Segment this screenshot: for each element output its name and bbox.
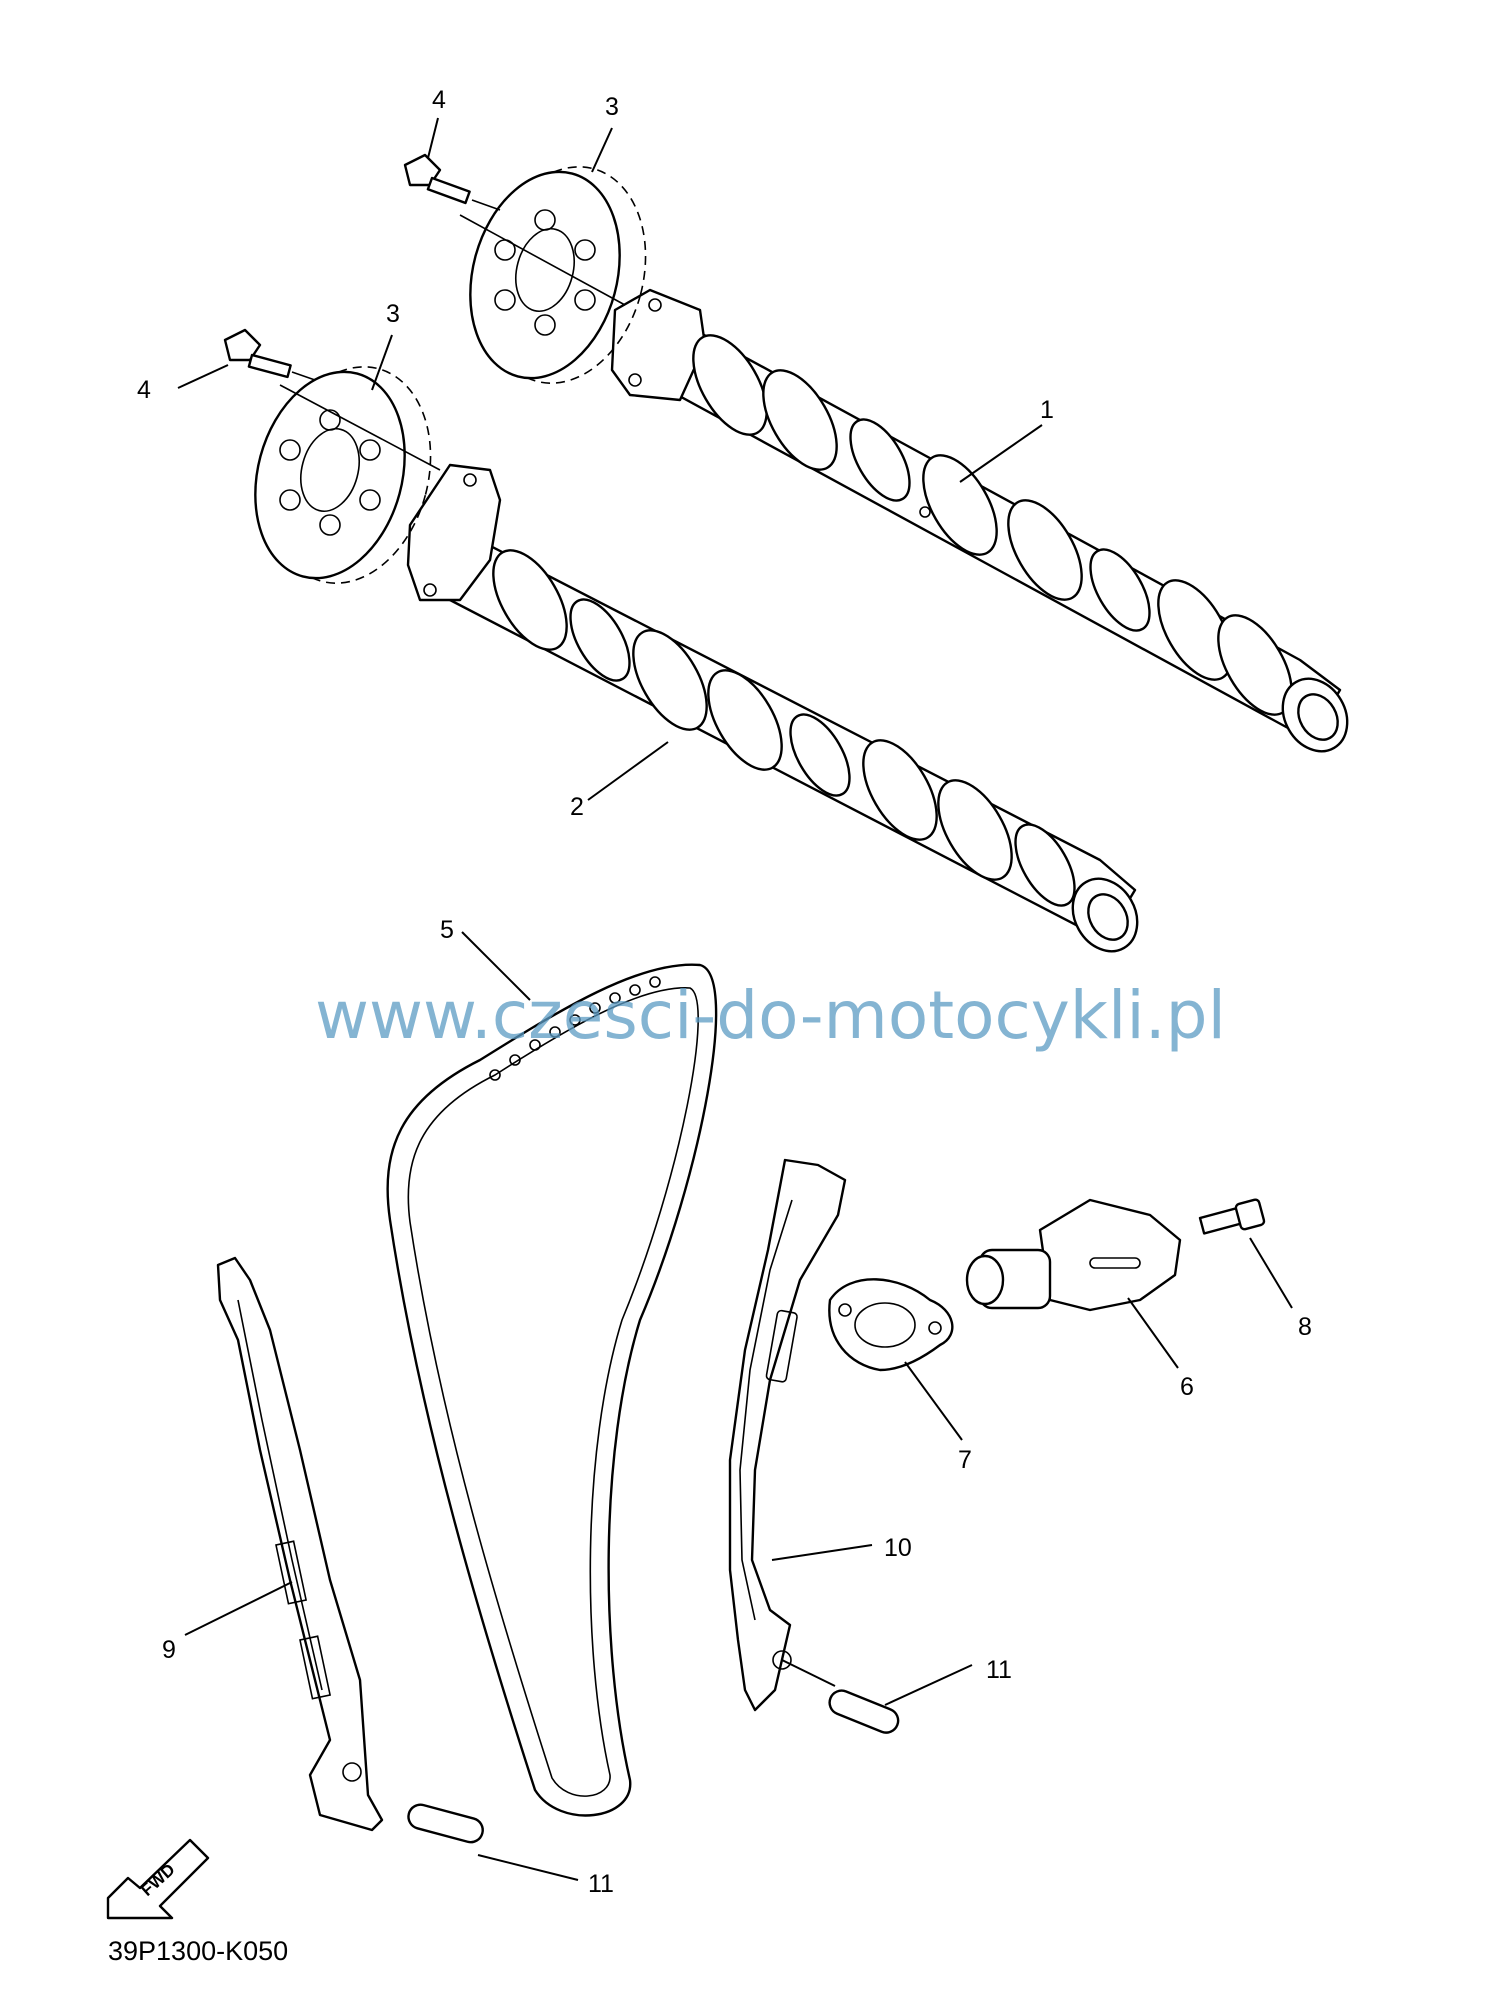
- callout-2: 2: [570, 793, 584, 821]
- forward-arrow-icon: FWD: [106, 1838, 210, 1920]
- chain-guide-10: [728, 1158, 847, 1712]
- callout-11-left: 11: [588, 1870, 614, 1898]
- callout-6: 6: [1180, 1373, 1194, 1401]
- tensioner-gasket: [828, 1278, 954, 1372]
- bolt-4-upper: [403, 153, 501, 211]
- callout-3-lower: 3: [386, 300, 400, 328]
- diagram-code: 39P1300-K050: [108, 1936, 288, 1966]
- bolt-4-lower: [223, 328, 316, 381]
- callout-3-upper: 3: [605, 93, 619, 121]
- pin-11-left: [407, 1803, 484, 1844]
- callout-11-right: 11: [986, 1656, 1012, 1684]
- bolt-8: [1198, 1198, 1266, 1235]
- camshaft-1: [610, 288, 1349, 753]
- callout-8: 8: [1298, 1313, 1312, 1341]
- watermark-url: www.czesci-do-motocykli.pl: [315, 977, 1226, 1054]
- callout-9: 9: [162, 1636, 176, 1664]
- callout-4-upper: 4: [432, 86, 446, 114]
- leader-lines: [177, 117, 1293, 1881]
- callout-4-lower: 4: [137, 376, 151, 404]
- chain-guide-9: [216, 1256, 384, 1832]
- callout-5: 5: [440, 916, 454, 944]
- pin-11-right: [828, 1689, 900, 1734]
- callout-1: 1: [1040, 396, 1054, 424]
- cam-sprocket-lower: [254, 366, 441, 584]
- cam-chain: [386, 963, 718, 1817]
- camshaft-2: [406, 463, 1139, 953]
- chain-tensioner: [965, 1198, 1182, 1312]
- cam-sprocket-upper: [459, 166, 647, 384]
- callout-10: 10: [884, 1534, 912, 1562]
- callout-7: 7: [958, 1446, 972, 1474]
